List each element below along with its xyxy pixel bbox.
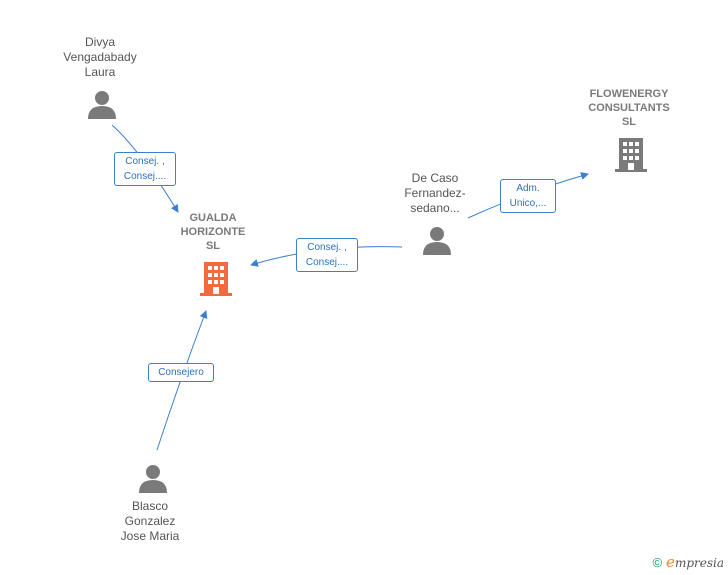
node-label-line: HORIZONTE xyxy=(180,226,246,238)
node-label-line: Vengadabady xyxy=(63,50,137,64)
edge-label-line: Consej.... xyxy=(305,257,349,268)
node-label-line: sedano... xyxy=(410,201,460,215)
copyright-icon: © xyxy=(652,554,663,570)
edge-label-line: Unico,... xyxy=(509,198,547,209)
brand-logo: empresia xyxy=(666,553,724,571)
edge-label-decaso-flowenergy[interactable]: Adm. Unico,... xyxy=(500,179,556,213)
edge-label-line: Adm. xyxy=(516,183,540,194)
node-label-line: Gonzalez xyxy=(124,514,176,528)
node-label-flowenergy: FLOWENERGY CONSULTANTS SL xyxy=(574,87,684,129)
edge-label-blasco-gualda[interactable]: Consejero xyxy=(148,363,214,382)
node-label-line: SL xyxy=(621,116,637,128)
node-label-line: Jose Maria xyxy=(120,529,180,543)
footer-brand: © empresia xyxy=(652,553,724,571)
person-icon[interactable] xyxy=(138,463,168,493)
node-label-line: FLOWENERGY xyxy=(589,88,669,100)
node-label-divya: Divya Vengadabady Laura xyxy=(50,35,150,80)
node-label-line: CONSULTANTS xyxy=(588,102,670,114)
edge-label-line: Consejero xyxy=(158,367,204,378)
node-label-decaso: De Caso Fernandez- sedano... xyxy=(385,171,485,216)
building-icon[interactable] xyxy=(200,262,232,296)
edge-label-line: Consej.... xyxy=(123,171,167,182)
node-label-line: SL xyxy=(205,240,221,252)
node-label-line: De Caso xyxy=(411,171,459,185)
edge-label-line: Consej. , xyxy=(307,242,347,253)
node-label-line: Laura xyxy=(84,65,116,79)
edge-label-line: Consej. , xyxy=(125,156,165,167)
building-icon[interactable] xyxy=(615,138,647,172)
edge-label-divya-gualda[interactable]: Consej. , Consej.... xyxy=(114,152,176,186)
node-label-line: Divya xyxy=(84,35,115,49)
node-label-gualda: GUALDA HORIZONTE SL xyxy=(163,211,263,253)
brand-name: mpresia xyxy=(674,556,724,570)
person-icon[interactable] xyxy=(87,89,117,119)
node-label-line: Fernandez- xyxy=(404,186,466,200)
node-label-blasco: Blasco Gonzalez Jose Maria xyxy=(100,499,200,544)
person-icon[interactable] xyxy=(422,225,452,255)
node-label-line: GUALDA xyxy=(189,212,237,224)
edge-label-decaso-gualda[interactable]: Consej. , Consej.... xyxy=(296,238,358,272)
node-label-line: Blasco xyxy=(131,499,169,513)
brand-initial: e xyxy=(666,553,675,571)
